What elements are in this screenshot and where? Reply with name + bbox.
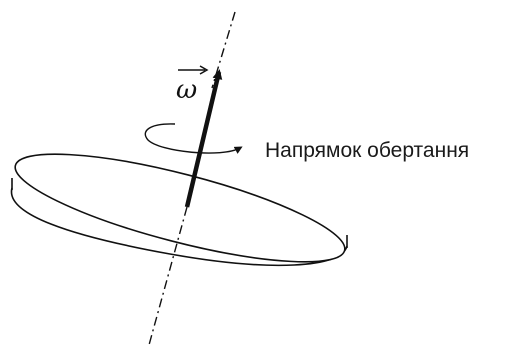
disk-top-ellipse — [14, 153, 346, 263]
omega-symbol: ω — [176, 75, 197, 105]
omega-vector-label: ω — [176, 65, 209, 105]
rotation-direction-label: Напрямок обертання — [265, 139, 469, 162]
angular-velocity-arrow — [184, 69, 223, 208]
rotation-axis-lower — [148, 206, 188, 346]
vector-overline-head — [199, 65, 209, 75]
rotation-axis-upper — [211, 11, 236, 89]
rotation-curl-arrow — [144, 123, 243, 154]
